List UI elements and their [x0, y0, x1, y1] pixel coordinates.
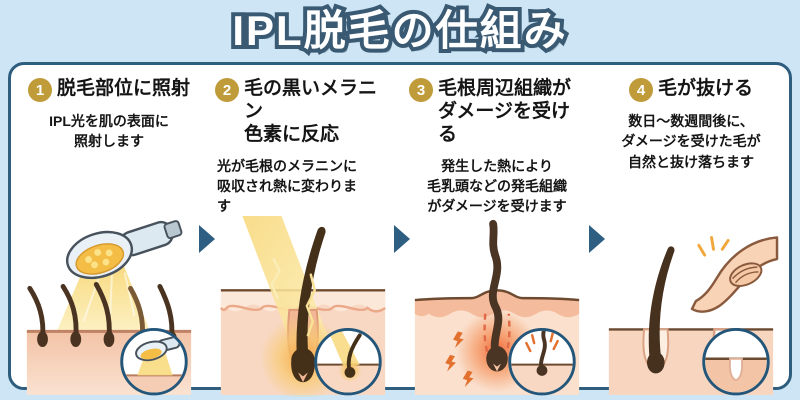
step-4-title: 毛が抜ける: [657, 78, 753, 99]
next-step-arrow-3-icon: [589, 225, 605, 253]
step-3-illustration: [409, 216, 585, 397]
next-step-arrow-2-icon: [394, 225, 410, 253]
light-hits-hair-root-image: [219, 216, 386, 398]
step-3-description: 発生した熱により 毛乳頭などの発毛組織 がダメージを受けます: [427, 157, 567, 215]
step-3: 3 毛根周辺組織が ダメージを受ける 発生した熱により 毛乳頭などの発毛組織 が…: [409, 77, 585, 397]
step-1-title: 脱毛部位に照射: [56, 78, 190, 99]
hair-falls-out-smooth-leg-image: [608, 236, 779, 396]
step-2-heading: 2 毛の黒いメラニン 色素に反応: [215, 77, 391, 147]
step-3-heading: 3 毛根周辺組織が ダメージを受ける: [409, 77, 585, 147]
step-1-illustration: [21, 216, 197, 397]
step-2-number-badge: 2: [215, 78, 239, 102]
header: IPL脱毛の仕組み: [0, 0, 800, 62]
step-4-heading: 4 毛が抜ける: [603, 77, 779, 102]
step-1-description: IPL光を肌の表面に 照射します: [49, 113, 169, 150]
damaged-follicle-image: [414, 220, 580, 396]
step-2-illustration: [215, 216, 391, 398]
step-4-number-badge: 4: [628, 78, 653, 102]
next-step-arrow-1-icon: [199, 225, 215, 253]
step-2-title: 毛の黒いメラニン 色素に反応: [244, 78, 378, 146]
ipl-device-on-skin-image: [26, 220, 192, 396]
steps-panel: 1 脱毛部位に照射 IPL光を肌の表面に 照射します: [8, 62, 792, 398]
step-3-number-badge: 3: [409, 78, 433, 102]
step-1-number-badge: 1: [27, 78, 52, 102]
step-3-title: 毛根周辺組織が ダメージを受ける: [438, 78, 572, 146]
step-2-description: 光が毛根のメラニンに 吸収され熱に変わりま す: [217, 157, 357, 215]
step-4-description: 数日〜数週間後に、 ダメージを受けた毛が 自然と抜け落ちます: [621, 113, 761, 170]
step-2: 2 毛の黒いメラニン 色素に反応 光が毛根のメラニンに 吸収され熱に変わりま す: [215, 77, 391, 398]
step-4: 4 毛が抜ける 数日〜数週間後に、 ダメージを受けた毛が 自然と抜け落ちます: [603, 77, 779, 397]
page-title: IPL脱毛の仕組み: [0, 4, 800, 58]
step-4-illustration: [603, 216, 779, 397]
step-1: 1 脱毛部位に照射 IPL光を肌の表面に 照射します: [21, 77, 197, 397]
step-1-heading: 1 脱毛部位に照射: [21, 77, 197, 102]
